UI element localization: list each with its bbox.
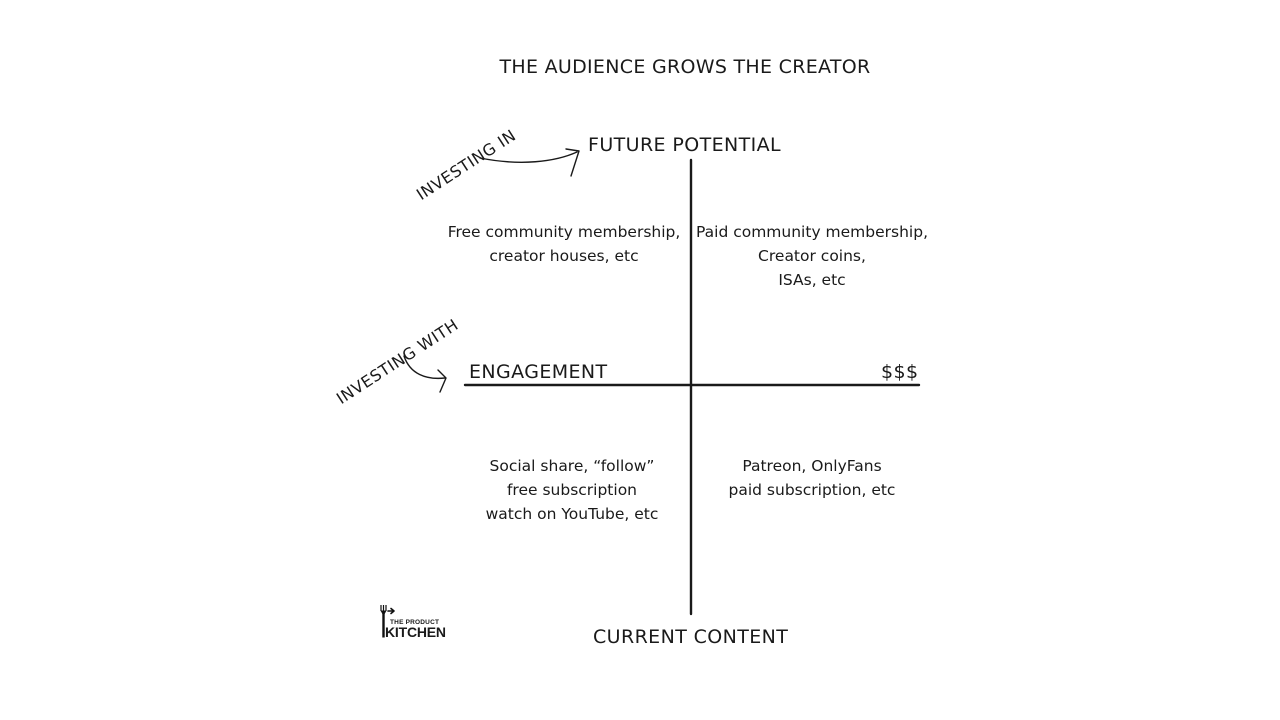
quadrant-line: paid subscription, etc [728,481,896,499]
quadrant-line: Paid community membership, [695,223,928,241]
quadrant-line: ISAs, etc [778,271,846,289]
axis-label-right: $$$ [881,361,919,383]
quadrant-top-right: Paid community membership, Creator coins… [692,220,932,292]
quadrant-line: Social share, “follow” [489,457,655,475]
diagram-title: THE AUDIENCE GROWS THE CREATOR [499,56,871,78]
quadrant-bottom-right: Patreon, OnlyFans paid subscription, etc [692,454,932,502]
logo-text-big: KITCHEN [385,624,446,640]
logo-text-small: THE PRODUCT [390,619,440,626]
arrow-investing-with [403,355,446,380]
fork-icon [380,605,395,638]
quadrant-line: Patreon, OnlyFans [742,457,882,475]
quadrant-line: free subscription [506,481,638,499]
arrow-investing-in [479,151,578,163]
quadrant-line: watch on YouTube, etc [485,505,659,523]
quadrant-line: creator houses, etc [489,247,639,265]
quadrant-top-left: Free community membership, creator house… [444,220,684,268]
quadrant-line: Free community membership, [447,223,681,241]
axis-label-bottom: CURRENT CONTENT [593,626,789,648]
quadrant-bottom-left: Social share, “follow” free subscription… [452,454,692,526]
axis-label-top: FUTURE POTENTIAL [588,134,782,156]
quadrant-line: Creator coins, [758,247,866,265]
arrowhead-investing-with [437,369,447,393]
arrowhead-investing-in [565,148,580,177]
axis-label-left: ENGAGEMENT [469,361,608,383]
product-kitchen-logo: THE PRODUCT KITCHEN [378,604,468,640]
